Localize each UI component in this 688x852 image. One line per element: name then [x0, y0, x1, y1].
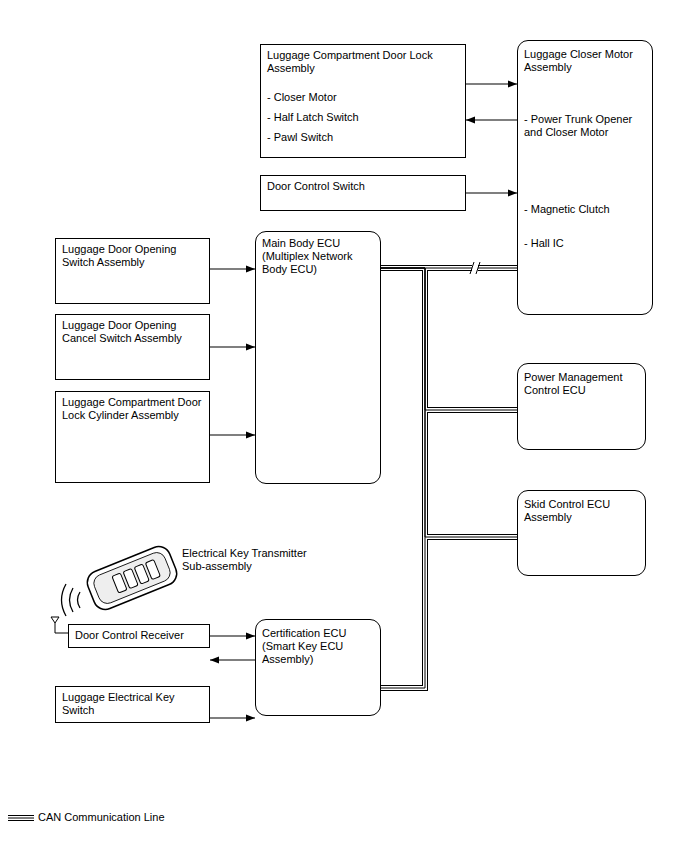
signal-arrow: [210, 268, 255, 269]
ecu-box: Main Body ECU (Multiplex Network Body EC…: [255, 231, 381, 484]
can-line-stroke: [381, 268, 517, 410]
component-box: Luggage Electrical Key Switch: [55, 686, 210, 723]
component-box: Door Control Switch: [260, 175, 466, 211]
signal-arrow: [210, 659, 255, 660]
box-title: Luggage Door Opening Cancel Switch Assem…: [62, 319, 203, 345]
can-line: [381, 268, 517, 688]
antenna: [51, 617, 68, 633]
box-title: Door Control Switch: [267, 180, 459, 193]
box-item: - Power Trunk Opener and Closer Motor: [524, 113, 646, 139]
box-title: Luggage Compartment Door Lock Assembly: [267, 49, 459, 75]
signal-arrow: [466, 83, 517, 84]
signal-arrow: [210, 434, 255, 435]
box-title: Luggage Door Opening Switch Assembly: [62, 243, 203, 269]
component-box: Luggage Door Opening Switch Assembly: [55, 238, 210, 304]
box-title: Door Control Receiver: [75, 629, 203, 642]
ecu-box: Luggage Closer Motor Assembly - Power Tru…: [517, 40, 653, 315]
line-break-mark: [470, 262, 480, 274]
can-line-stroke: [381, 268, 517, 537]
can-line-sample: [8, 818, 34, 819]
can-line: [381, 268, 517, 410]
box-title: Luggage Closer Motor Assembly: [524, 48, 646, 74]
can-line-stroke: [381, 268, 425, 688]
box-item: - Half Latch Switch: [267, 111, 459, 124]
ecu-box: Certification ECU (Smart Key ECU Assembl…: [255, 619, 381, 716]
signal-arrow: [466, 119, 517, 120]
can-line-stroke: [381, 268, 517, 410]
box-item: - Closer Motor: [267, 91, 459, 104]
can-line-stroke: [381, 268, 517, 410]
ecu-box: Skid Control ECU Assembly: [517, 490, 646, 576]
ecu-box: Power Management Control ECU: [517, 363, 646, 450]
signal-arrow: [466, 192, 517, 193]
can-line: [381, 268, 517, 537]
component-box: Luggage Compartment Door Lock Cylinder A…: [55, 391, 210, 483]
signal-arrow: [210, 717, 255, 718]
component-box: Door Control Receiver: [68, 624, 210, 648]
box-title: Skid Control ECU Assembly: [524, 498, 639, 524]
box-title: Power Management Control ECU: [524, 371, 639, 397]
signal-arrow: [210, 346, 255, 347]
part-label: Electrical Key Transmitter Sub-assembly: [182, 547, 332, 573]
box-item: - Magnetic Clutch: [524, 203, 646, 216]
key-fob: [84, 543, 181, 613]
box-title: Certification ECU (Smart Key ECU Assembl…: [262, 627, 374, 667]
box-title: Luggage Electrical Key Switch: [62, 691, 203, 717]
can-line-stroke: [381, 268, 425, 688]
component-box: Luggage Compartment Door Lock Assembly - …: [260, 44, 466, 158]
box-title: Main Body ECU (Multiplex Network Body EC…: [262, 237, 374, 277]
radio-waves: [62, 584, 81, 616]
can-line-stroke: [381, 268, 517, 537]
can-line-stroke: [381, 268, 425, 688]
can-line-stroke: [381, 268, 517, 537]
legend-entry: CAN Communication Line: [38, 811, 165, 824]
box-item: - Pawl Switch: [267, 131, 459, 144]
signal-arrow: [210, 635, 255, 636]
box-item: - Hall IC: [524, 237, 646, 250]
legend-text: CAN Communication Line: [38, 811, 165, 823]
box-title: Luggage Compartment Door Lock Cylinder A…: [62, 396, 203, 422]
component-box: Luggage Door Opening Cancel Switch Assem…: [55, 314, 210, 380]
